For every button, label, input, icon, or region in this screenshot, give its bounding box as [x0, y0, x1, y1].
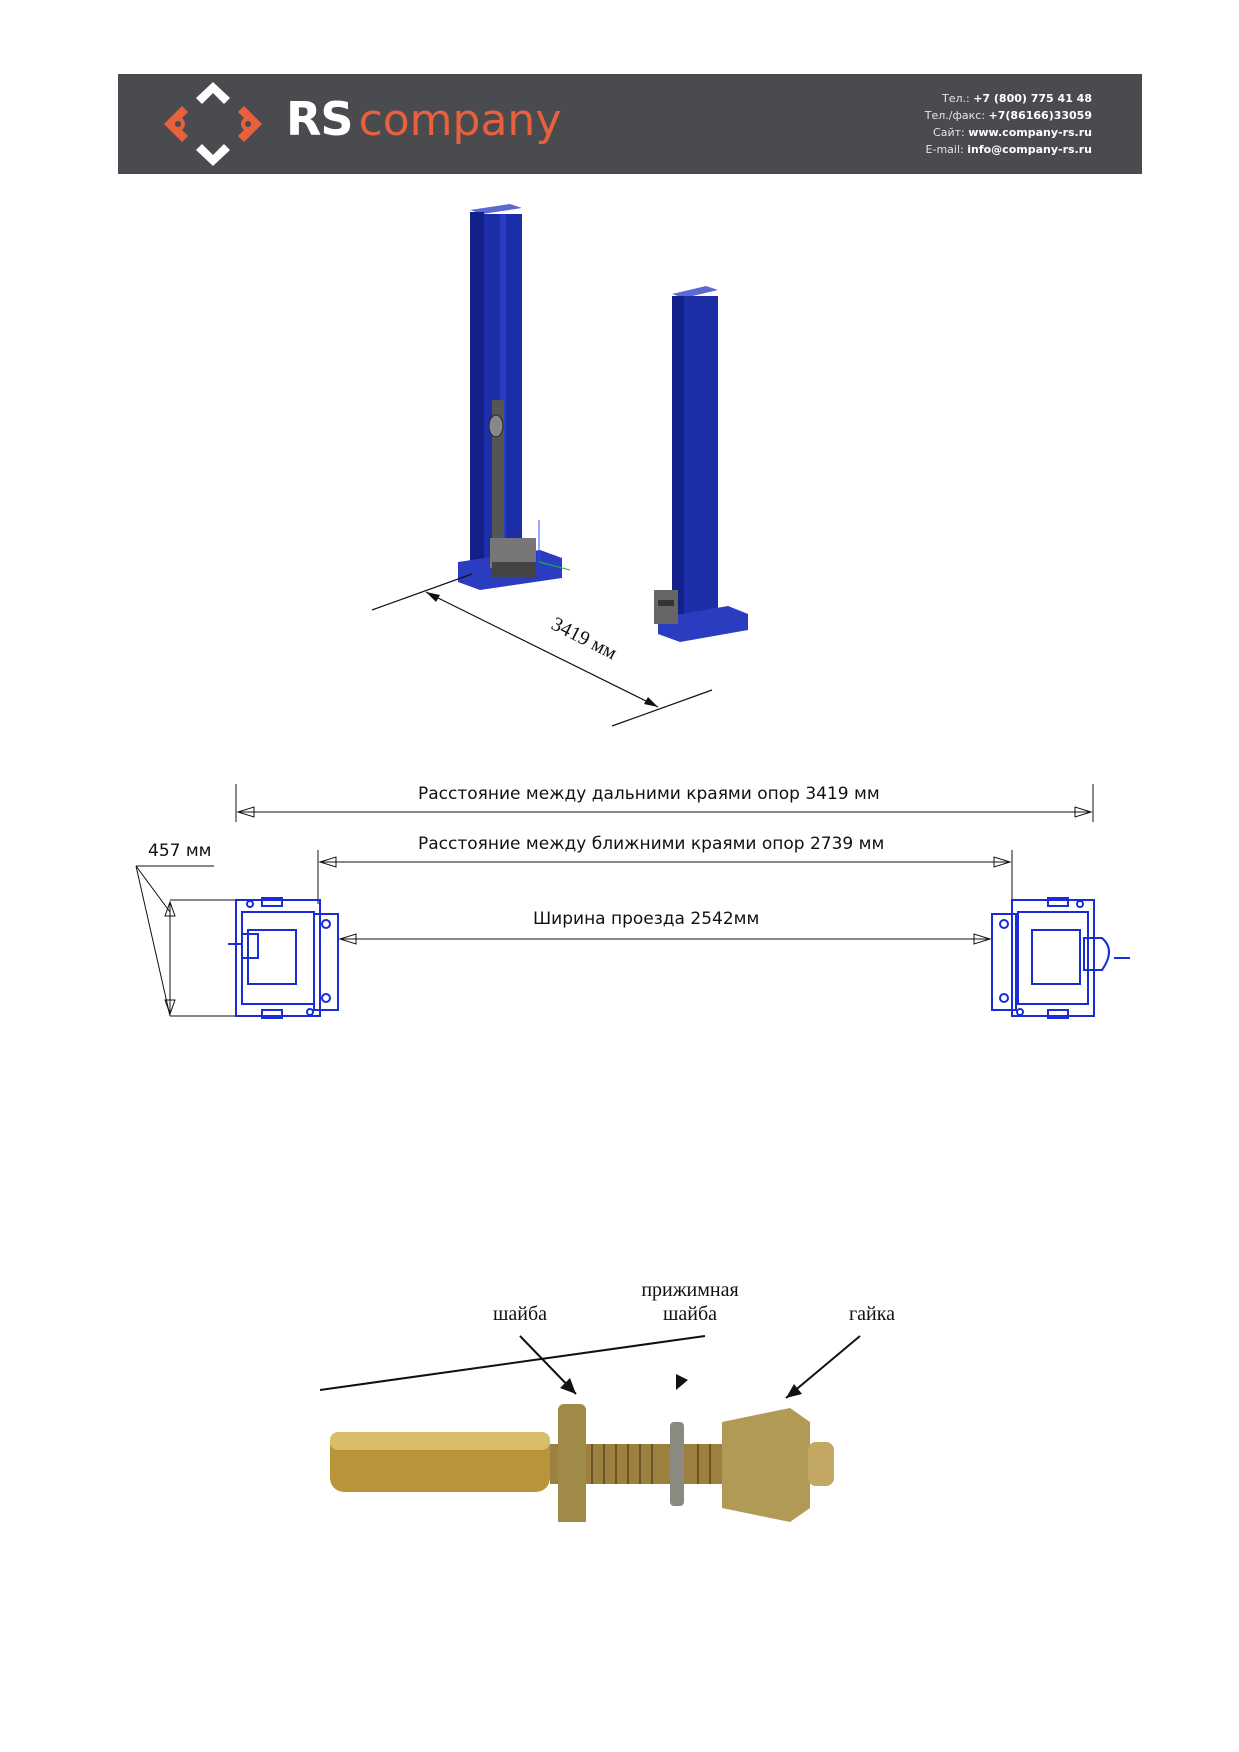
contact-phone: Тел.: +7 (800) 775 41 48 [941, 92, 1092, 105]
nut-label: гайка [849, 1303, 895, 1325]
brand-rs: RS [286, 92, 354, 146]
contact-email: E-mail: info@company-rs.ru [925, 143, 1092, 156]
left-column [458, 204, 562, 590]
right-base-plate [991, 897, 1130, 1019]
columns-3d-figure: 3419 мм [371, 204, 748, 727]
far-edges-label: Расстояние между дальними краями опор 34… [418, 784, 880, 804]
anchor-bolt [330, 1404, 834, 1522]
lock-washer-label-line2: шайба [663, 1303, 717, 1325]
contact-site: Сайт: www.company-rs.ru [933, 126, 1092, 139]
base-depth-label: 457 мм [148, 841, 212, 861]
contact-fax: Тел./факс: +7(86166)33059 [924, 109, 1092, 122]
distance-3d-label: 3419 мм [548, 613, 621, 665]
drive-width-label: Ширина проезда 2542мм [533, 909, 759, 929]
lock-washer-label-line1: прижимная [641, 1279, 738, 1301]
logo-icon [164, 82, 262, 166]
contacts-block: Тел.: +7 (800) 775 41 48 Тел./факс: +7(8… [925, 90, 1092, 158]
brand-company: company [358, 95, 562, 146]
left-base-plate [228, 897, 339, 1019]
right-column [654, 286, 748, 642]
plan-view-figure: Расстояние между дальними краями опор 34… [135, 784, 1130, 1019]
washer-label: шайба [493, 1303, 547, 1325]
anchor-bolt-figure: прижимная шайба шайба гайка [320, 1279, 895, 1522]
near-edges-label: Расстояние между ближними краями опор 27… [418, 834, 884, 854]
